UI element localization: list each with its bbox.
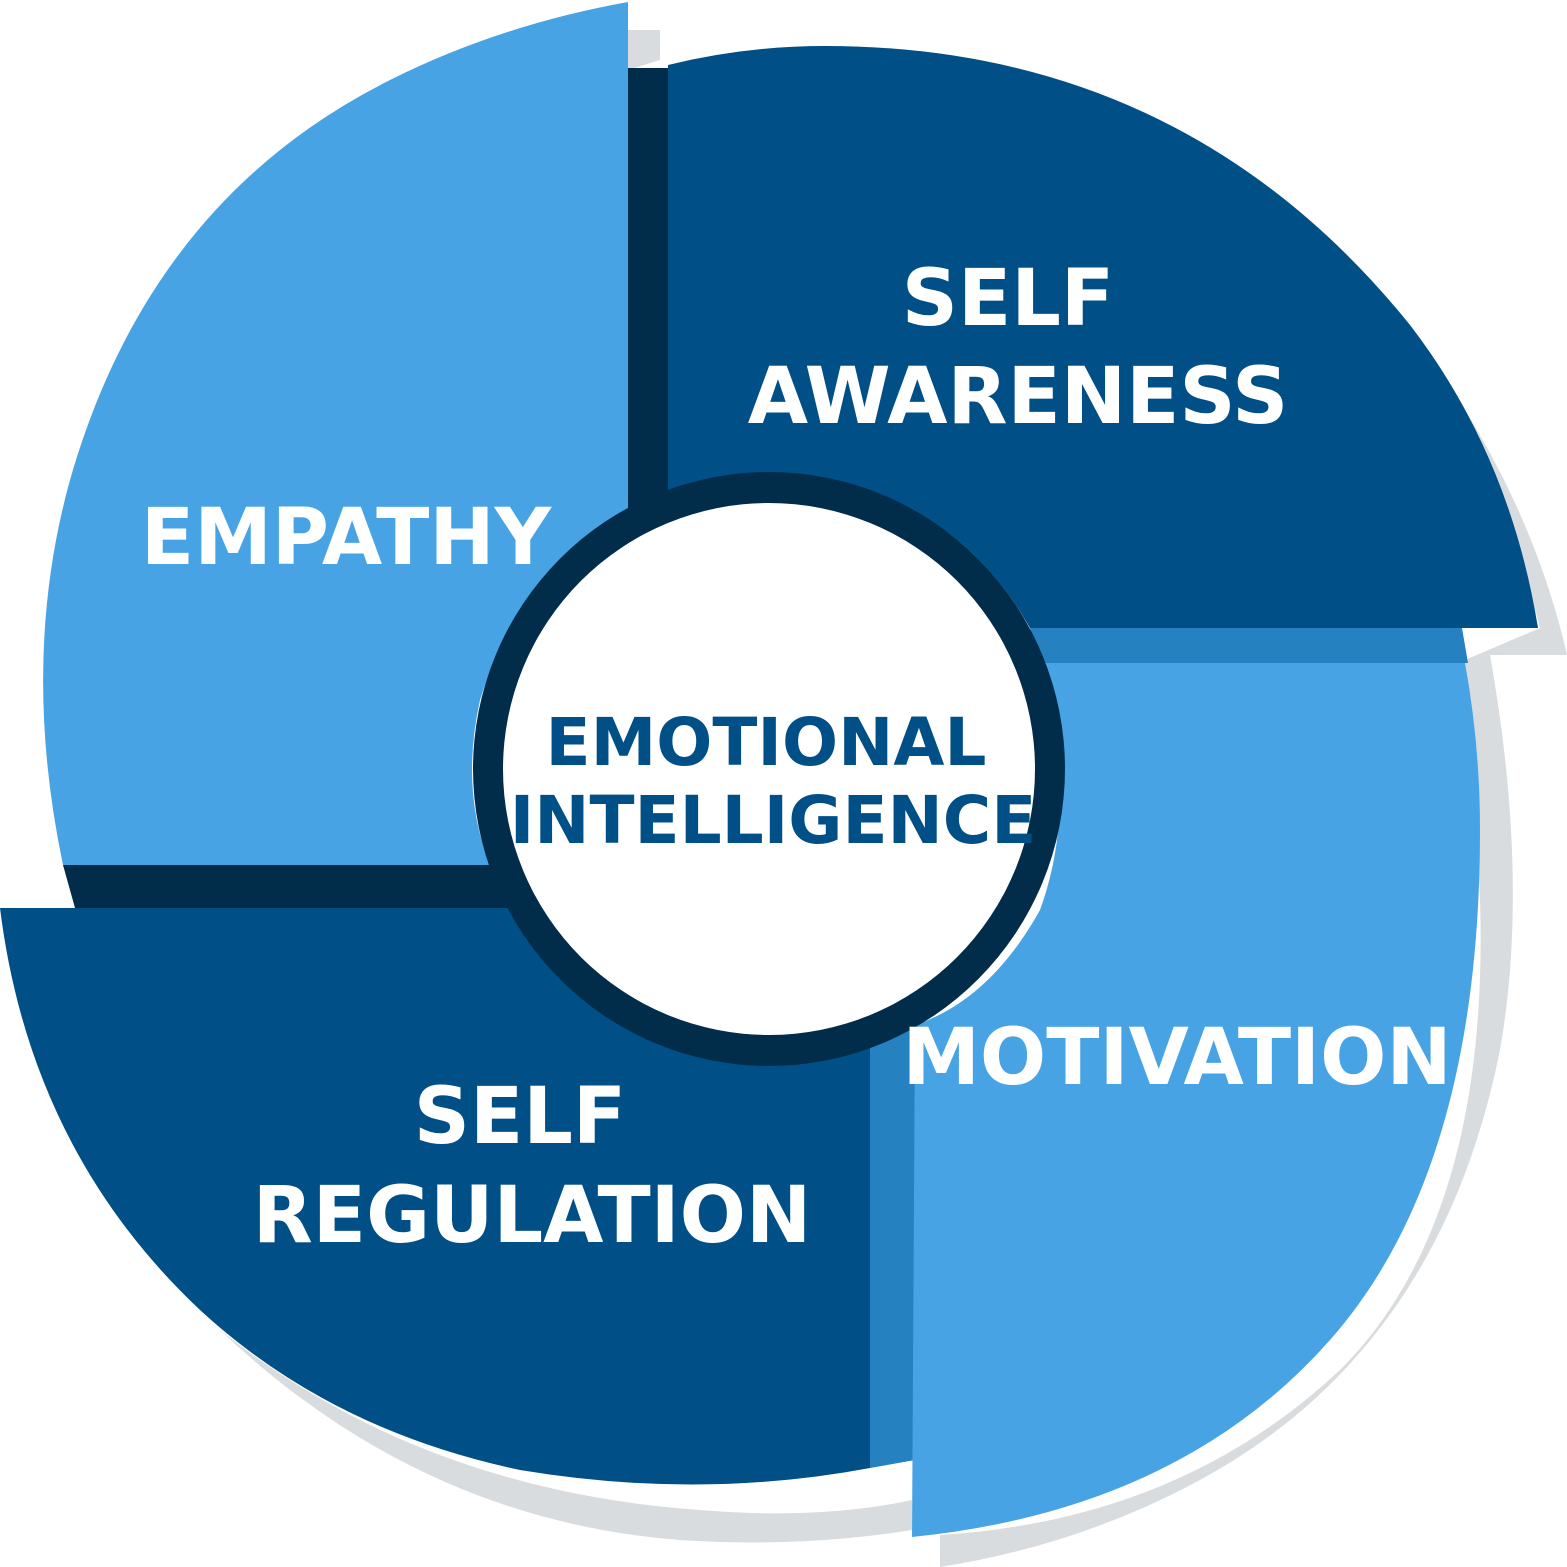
center-circle: [503, 503, 1035, 1035]
center-label-line2: INTELLIGENCE: [510, 782, 1037, 859]
self-awareness-label-line1: SELF: [902, 254, 1114, 344]
motivation-label: MOTIVATION: [902, 1013, 1451, 1103]
self-regulation-label-line1: SELF: [414, 1072, 626, 1162]
gap-left: [63, 865, 510, 908]
shadow-bottom-left: [220, 1330, 912, 1543]
segment-motivation: [912, 663, 1480, 1537]
gap-right: [1030, 628, 1468, 663]
segment-self-awareness: [668, 46, 1538, 628]
center-label-line1: EMOTIONAL: [546, 704, 987, 781]
gap-vertical-top: [628, 68, 668, 518]
self-awareness-label-line2: AWARENESS: [748, 352, 1289, 442]
gap-bottom: [870, 1020, 915, 1468]
segment-self-regulation: [0, 908, 870, 1485]
segment-empathy: [43, 2, 628, 865]
empathy-label: EMPATHY: [141, 493, 553, 583]
self-regulation-label-line2: REGULATION: [253, 1171, 812, 1261]
